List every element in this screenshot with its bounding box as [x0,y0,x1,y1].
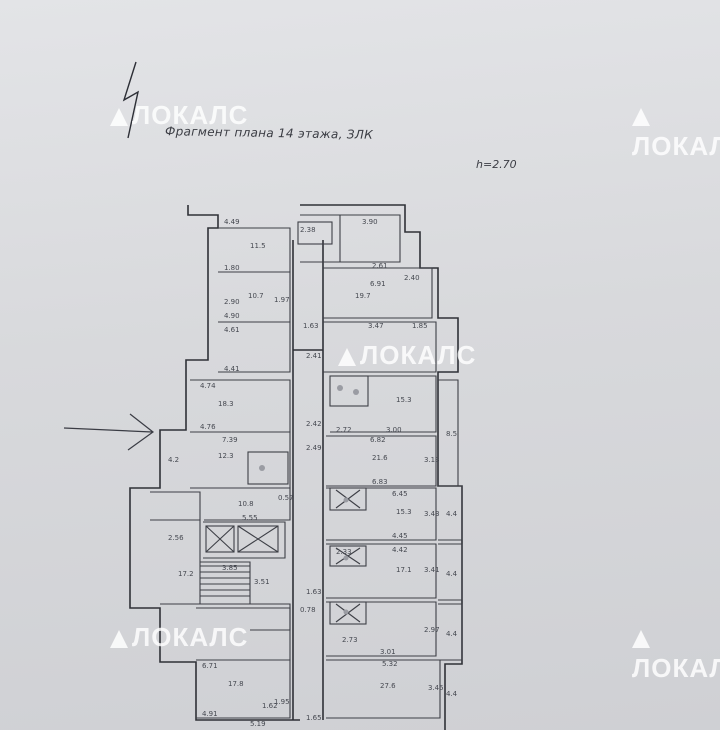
dimension-label: 0.57 [278,494,294,502]
dimension-label: 5.19 [250,720,266,728]
dimension-label: 3.00 [386,426,402,434]
room-area-label: 10.7 [248,292,264,300]
room-area-label: 17.2 [178,570,194,578]
balcony-area-label: 4.4 [446,570,458,578]
dimension-label: 6.71 [202,662,218,670]
dimension-label: 3.90 [362,218,378,226]
dimension-label: 4.41 [224,365,240,373]
dimension-label: 1.63 [306,588,322,596]
dimension-label: 1.95 [274,698,290,706]
room-area-label: 12.3 [218,452,234,460]
dimension-label: 2.42 [306,420,322,428]
dimension-label: 4.45 [392,532,408,540]
dimension-label: 4.76 [200,423,216,431]
dimension-label: 3.01 [380,648,396,656]
dimension-label: 3.45 [428,684,444,692]
dimension-label: 3.43 [424,510,440,518]
dimension-label: 2.56 [168,534,184,542]
dimension-label: 6.83 [372,478,388,486]
dimension-label: 3.41 [424,566,440,574]
watermark-text: ЛОКАЛС [632,653,720,683]
dimension-label: 3.47 [368,322,384,330]
dimension-label: 1.97 [274,296,290,304]
dimension-label: 4.90 [224,312,240,320]
dimension-label: 3.85 [222,564,238,572]
room-area-label: 18.3 [218,400,234,408]
balcony-area-label: 4.4 [446,630,458,638]
dimension-label: 0.78 [300,606,316,614]
room-area-label: 21.6 [372,454,388,462]
locals-logo-icon [110,108,128,126]
room-area-label: 15.3 [396,508,412,516]
dimension-label: 4.42 [392,546,408,554]
room-area-label: 11.5 [250,242,266,250]
watermark-text: ЛОКАЛС [132,100,249,130]
room-area-label: 17.1 [396,566,412,574]
watermark-text: ЛОКАЛС [360,340,477,370]
watermark-top-right: ЛОКАЛС [632,100,720,162]
pointer-arrow-icon [63,413,154,451]
locals-logo-icon [110,630,128,648]
watermark-center: ЛОКАЛС [338,340,476,371]
room-area-label: 27.6 [380,682,396,690]
watermark-top-left: ЛОКАЛС [110,100,248,131]
plan-partitions [150,214,463,719]
dimension-label: 2.41 [306,352,322,360]
balcony-area-label: 4.4 [446,690,458,698]
room-area-label: 17.8 [228,680,244,688]
room-area-label: 10.8 [238,500,254,508]
locals-logo-icon [338,348,356,366]
dimension-label: 1.65 [306,714,322,722]
dimension-label: 3.13 [424,456,440,464]
dimension-label: 6.82 [370,436,386,444]
ceiling-height-note: h=2.70 [476,158,517,171]
dimension-label: 2.49 [306,444,322,452]
dimension-label: 2.40 [404,274,420,282]
dimension-label: 5.32 [382,660,398,668]
balcony-area-label: 8.5 [446,430,458,438]
room-area-label: 15.3 [396,396,412,404]
dimension-label: 2.61 [372,262,388,270]
dimension-label: 3.51 [254,578,270,586]
watermark-bottom-right: ЛОКАЛС [632,622,720,684]
watermark-text: ЛОКАЛС [632,131,720,161]
dimension-label: 5.55 [242,514,258,522]
dimension-label: 2.73 [342,636,358,644]
dimension-label: 4.61 [224,326,240,334]
dimension-label: 2.72 [336,426,352,434]
room-area-label: 19.7 [355,292,371,300]
north-arrow-icon [122,61,140,139]
watermark-text: ЛОКАЛС [132,622,249,652]
dimension-label: 6.45 [392,490,408,498]
locals-logo-icon [632,108,650,126]
dimension-label: 2.38 [300,226,316,234]
balcony-area-label: 4.4 [446,510,458,518]
dimension-label: 4.91 [202,710,218,718]
plan-fixtures [259,385,359,615]
dimension-label: 1.62 [262,702,278,710]
dimension-label: 7.39 [222,436,238,444]
watermark-bottom-left: ЛОКАЛС [110,622,248,653]
dimension-label: 2.97 [424,626,440,634]
dimension-label: 2.33 [336,548,352,556]
locals-logo-icon [632,630,650,648]
dimension-label: 4.49 [224,218,240,226]
dimension-label: 1.85 [412,322,428,330]
dimension-label: 1.80 [224,264,240,272]
dimension-label: 2.90 [224,298,240,306]
dimension-label: 4.74 [200,382,216,390]
balcony-area-label: 4.2 [168,456,180,464]
dimension-label: 1.63 [303,322,319,330]
dimension-label: 6.91 [370,280,386,288]
